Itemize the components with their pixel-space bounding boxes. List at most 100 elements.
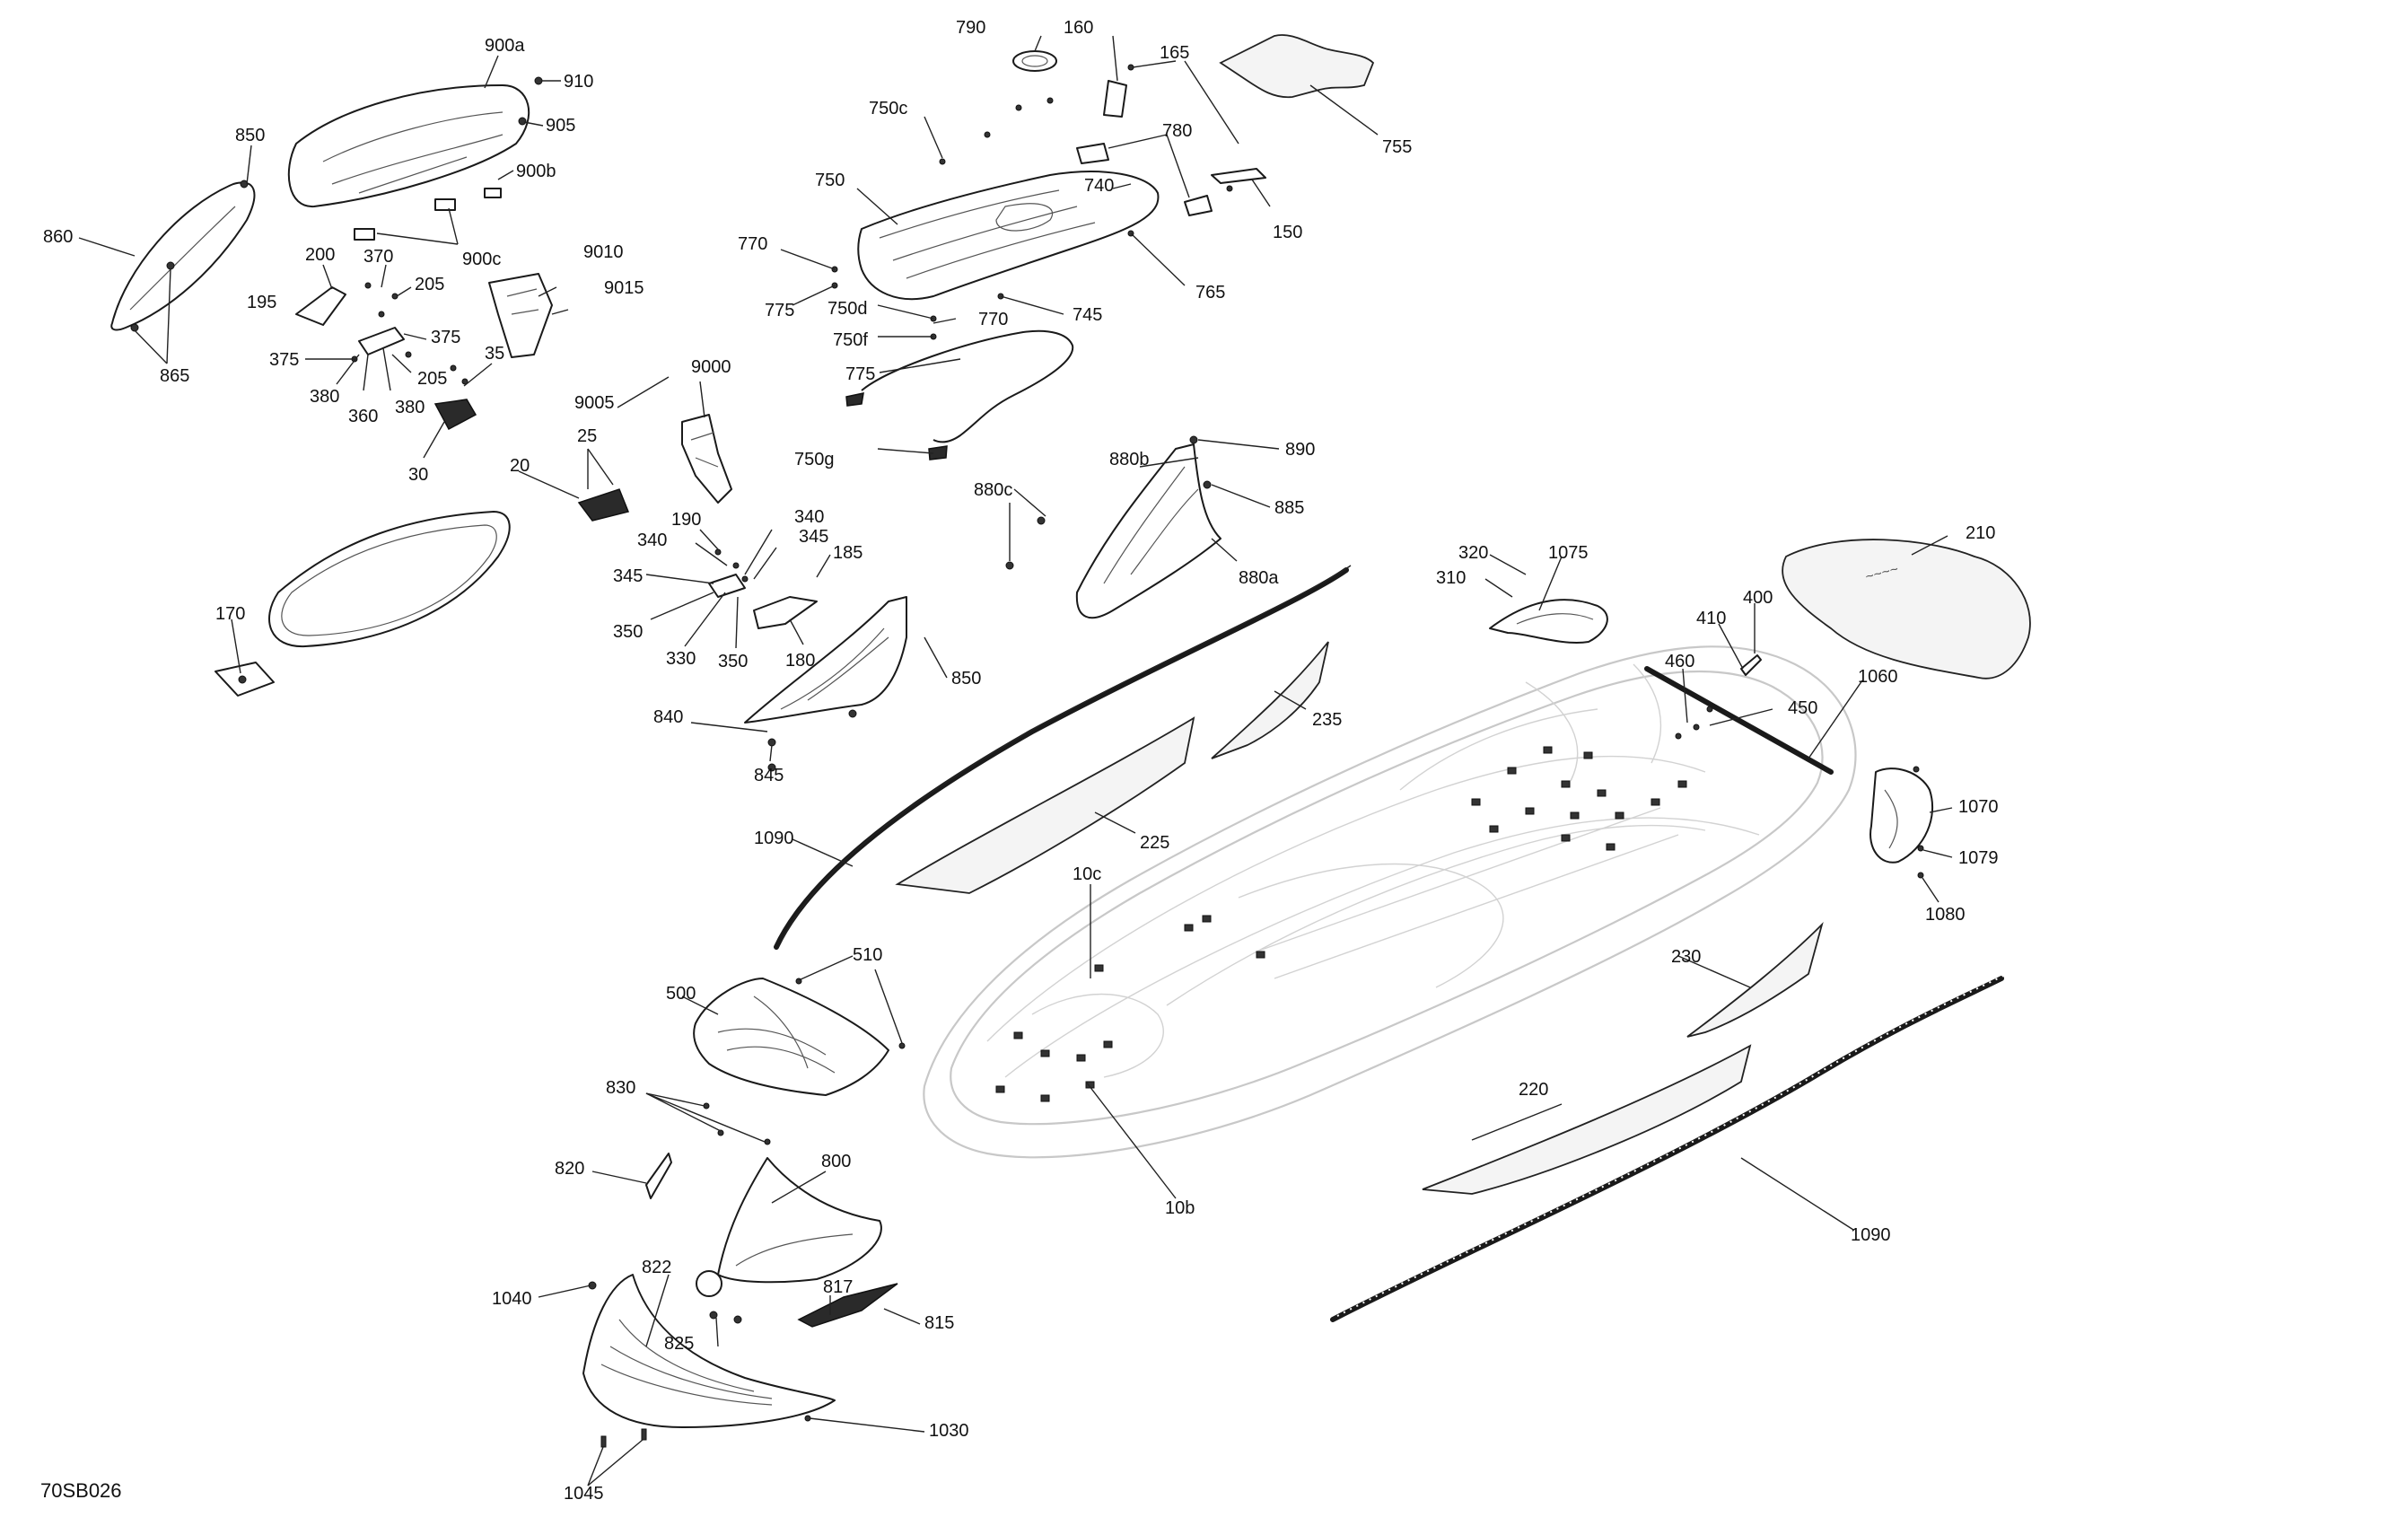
panel-880a bbox=[1005, 435, 1222, 619]
callout-750f: 750f bbox=[833, 330, 868, 350]
callout-845: 845 bbox=[754, 766, 784, 785]
rail-1090-bottom bbox=[1330, 975, 2004, 1322]
callout-380-a: 380 bbox=[310, 387, 339, 407]
storage-cover-900a bbox=[287, 84, 530, 208]
callout-9005: 9005 bbox=[574, 393, 615, 413]
screws-910-905 bbox=[354, 76, 543, 241]
callout-25: 25 bbox=[577, 426, 597, 446]
callout-165: 165 bbox=[1160, 43, 1189, 63]
callout-860: 860 bbox=[43, 227, 73, 247]
callout-900c: 900c bbox=[462, 250, 501, 269]
part-820 bbox=[645, 1153, 672, 1199]
callout-745: 745 bbox=[1073, 305, 1102, 325]
part-150 bbox=[1211, 168, 1266, 184]
callout-9015: 9015 bbox=[604, 278, 644, 298]
callout-190: 190 bbox=[671, 510, 701, 530]
callout-1080: 1080 bbox=[1925, 905, 1966, 925]
callout-775-a: 775 bbox=[765, 301, 794, 320]
callout-235: 235 bbox=[1312, 710, 1342, 730]
callout-850-mid: 850 bbox=[951, 669, 981, 688]
callout-460: 460 bbox=[1665, 652, 1694, 671]
callout-510: 510 bbox=[853, 945, 882, 965]
decal-230 bbox=[1686, 921, 1824, 1038]
callout-910: 910 bbox=[564, 72, 593, 92]
callout-885: 885 bbox=[1274, 498, 1304, 518]
decal-210: ~~~~ bbox=[1782, 539, 2031, 680]
callout-350-a: 350 bbox=[613, 622, 643, 642]
callout-350-b: 350 bbox=[718, 652, 748, 671]
callout-195: 195 bbox=[247, 293, 276, 312]
callout-10b: 10b bbox=[1165, 1198, 1195, 1218]
part-1070 bbox=[1869, 766, 1934, 879]
callout-840: 840 bbox=[653, 707, 683, 727]
callout-210: 210 bbox=[1966, 523, 1995, 543]
callout-900b: 900b bbox=[516, 162, 556, 181]
decal-225 bbox=[895, 716, 1195, 894]
callout-320: 320 bbox=[1458, 543, 1488, 563]
callout-775-b: 775 bbox=[845, 364, 875, 384]
callout-380-b: 380 bbox=[395, 398, 425, 417]
callout-345-a: 345 bbox=[799, 527, 828, 547]
decal-235 bbox=[1211, 641, 1329, 759]
callout-830: 830 bbox=[606, 1078, 635, 1098]
callout-375-a: 375 bbox=[431, 328, 460, 347]
callout-750: 750 bbox=[815, 171, 845, 190]
seal-170 bbox=[215, 511, 511, 697]
callout-880b: 880b bbox=[1109, 450, 1150, 469]
callout-750g: 750g bbox=[794, 450, 835, 469]
callout-800: 800 bbox=[821, 1152, 851, 1171]
callout-740: 740 bbox=[1084, 176, 1114, 196]
leader-lines bbox=[78, 35, 1953, 1487]
callout-770-a: 770 bbox=[738, 234, 767, 254]
callout-labels: 900a 910 905 900b 900c 850 860 865 200 3… bbox=[43, 18, 1999, 1504]
part-400-410 bbox=[1675, 654, 1762, 740]
callout-400: 400 bbox=[1743, 588, 1773, 608]
callout-9010: 9010 bbox=[583, 242, 624, 262]
callout-750c: 750c bbox=[869, 99, 907, 118]
callout-900a: 900a bbox=[485, 36, 525, 56]
rail-1060 bbox=[1644, 666, 1834, 775]
panel-850-840 bbox=[744, 596, 907, 772]
callout-765: 765 bbox=[1195, 283, 1225, 303]
callout-1090-top: 1090 bbox=[754, 829, 794, 848]
side-panel-860 bbox=[110, 180, 256, 332]
bracket-9010 bbox=[488, 273, 553, 358]
callout-340-b: 340 bbox=[637, 531, 667, 550]
callout-1030: 1030 bbox=[929, 1421, 969, 1441]
latch-20 bbox=[577, 488, 630, 522]
callout-330: 330 bbox=[666, 649, 696, 669]
callout-450: 450 bbox=[1788, 698, 1817, 718]
callout-880a: 880a bbox=[1239, 568, 1279, 588]
callout-160: 160 bbox=[1064, 18, 1093, 38]
callout-205-b: 205 bbox=[417, 369, 447, 389]
part-780 bbox=[1076, 143, 1213, 216]
callout-1045: 1045 bbox=[564, 1484, 604, 1504]
callout-817: 817 bbox=[823, 1277, 853, 1297]
callout-820: 820 bbox=[555, 1159, 584, 1179]
callout-825: 825 bbox=[664, 1334, 694, 1354]
callout-850-top: 850 bbox=[235, 126, 265, 145]
callout-205-a: 205 bbox=[415, 275, 444, 294]
callout-1079: 1079 bbox=[1958, 848, 1999, 868]
callout-822: 822 bbox=[642, 1258, 671, 1277]
callout-755: 755 bbox=[1382, 137, 1412, 157]
front-bumper-1030 bbox=[582, 1274, 836, 1428]
part-815 bbox=[797, 1283, 898, 1328]
cap-790 bbox=[1012, 50, 1057, 72]
callout-345-b: 345 bbox=[613, 566, 643, 586]
rail-1090-top bbox=[774, 565, 1352, 950]
callout-180: 180 bbox=[785, 651, 815, 671]
callout-880c: 880c bbox=[974, 480, 1012, 500]
callout-1075: 1075 bbox=[1548, 543, 1589, 563]
callout-185: 185 bbox=[833, 543, 863, 563]
callout-310: 310 bbox=[1436, 568, 1466, 588]
callout-170: 170 bbox=[215, 604, 245, 624]
callout-30: 30 bbox=[408, 465, 428, 485]
bracket-9000 bbox=[681, 414, 732, 504]
diagram-id: 70SB026 bbox=[40, 1479, 122, 1502]
deck-750 bbox=[857, 171, 1160, 301]
callout-9000: 9000 bbox=[691, 357, 731, 377]
callout-1060: 1060 bbox=[1858, 667, 1898, 687]
callout-225: 225 bbox=[1140, 833, 1169, 853]
callout-905: 905 bbox=[546, 116, 575, 136]
